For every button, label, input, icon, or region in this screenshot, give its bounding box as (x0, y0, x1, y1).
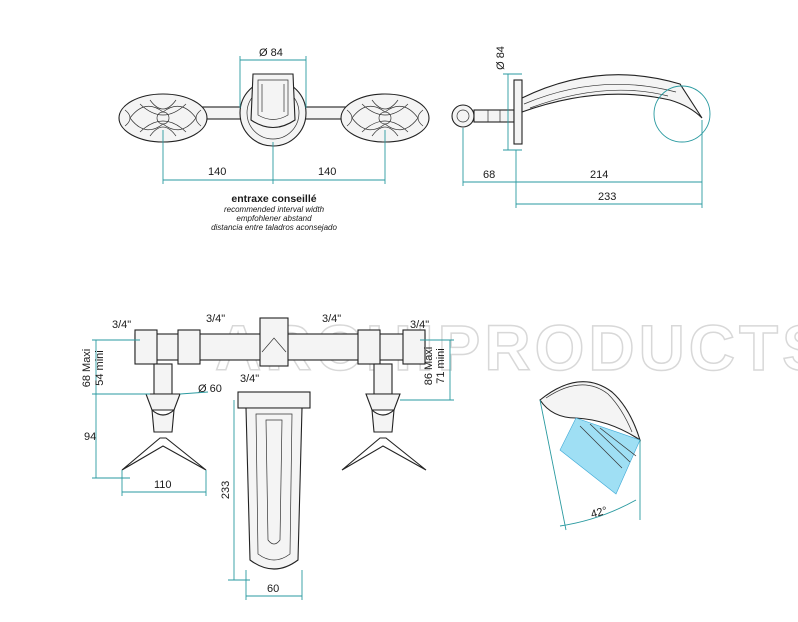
spout-top-view (237, 391, 311, 570)
width-110-label: 110 (154, 479, 172, 491)
thread-label-right-center: 3/4" (322, 313, 341, 325)
note-english: recommended interval width (224, 205, 325, 214)
side-spout (521, 74, 703, 119)
left-valve (121, 363, 207, 471)
side-handle-end (451, 104, 475, 128)
central-spout-front (239, 73, 307, 147)
spray-callout-circle (653, 85, 711, 143)
left-spacing-label: 140 (208, 166, 226, 178)
note-french: entraxe conseillé (231, 193, 316, 205)
wall-flange (513, 79, 523, 145)
side-214-label: 214 (590, 169, 608, 181)
thread-label-left-center: 3/4" (206, 313, 225, 325)
left-handle-rosette (118, 93, 208, 143)
water-spray-fan (559, 417, 641, 495)
spout-length-label: 233 (220, 481, 232, 499)
spout-width-label: 60 (267, 583, 279, 595)
side-view-top: Ø 84 68 214 233 (451, 46, 711, 208)
right-min-label: 71 mini (435, 348, 447, 383)
side-233-label: 233 (598, 191, 616, 203)
front-view-top: Ø 84 140 140 entraxe conseillé recommend… (118, 47, 430, 232)
thread-label-spout: 3/4" (240, 373, 259, 385)
dia-60-label: Ø 60 (198, 383, 222, 395)
left-max-label: 68 Maxi (81, 349, 93, 388)
right-spacing-label: 140 (318, 166, 336, 178)
spray-angle-detail: 42° (539, 381, 641, 531)
note-spanish: distancia entre taladros aconsejado (211, 223, 337, 232)
front-dia-label: Ø 84 (259, 47, 283, 59)
right-max-label: 86 Maxi (423, 347, 435, 386)
thread-label-left-outer: 3/4" (112, 319, 131, 331)
side-68-label: 68 (483, 169, 495, 181)
thread-label-right-outer: 3/4" (410, 319, 429, 331)
left-min-label: 54 mini (94, 350, 106, 385)
note-german: empfohlener abstand (236, 214, 312, 223)
height-94-label: 94 (84, 431, 96, 443)
central-tee (259, 317, 289, 367)
side-dia-label: Ø 84 (495, 46, 507, 70)
right-valve (341, 363, 427, 471)
assembly-view-bottom: 3/4" 3/4" 3/4" 3/4" 3/4" 68 Maxi 54 mini… (81, 313, 454, 600)
spray-angle-label: 42° (590, 505, 609, 521)
